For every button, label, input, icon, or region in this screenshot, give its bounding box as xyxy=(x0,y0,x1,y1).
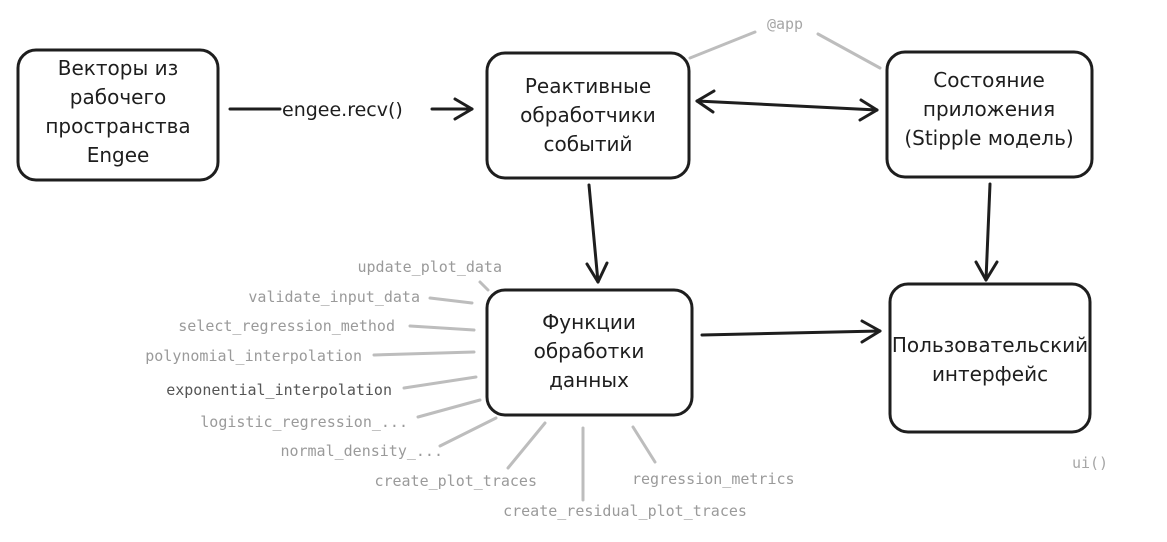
node-state-line-3: (Stipple модель) xyxy=(904,126,1073,150)
function-labels: update_plot_data validate_input_data sel… xyxy=(145,258,794,520)
arrowhead-functions-to-ui xyxy=(860,319,882,344)
node-state-line-2: приложения xyxy=(923,97,1055,121)
spoke-create-plot-traces xyxy=(506,421,547,470)
node-functions-line-2: обработки xyxy=(534,339,645,363)
node-ui-line-2: интерфейс xyxy=(932,362,1048,386)
edge-state-ui xyxy=(974,182,999,282)
app-link-left xyxy=(688,30,757,60)
spoke-logistic-regression xyxy=(416,398,482,419)
edge-recv: engee.recv() xyxy=(228,97,474,121)
spoke-select-regression-method xyxy=(408,324,476,332)
node-workspace-line-2: рабочего xyxy=(70,85,166,109)
node-ui-line-1: Пользовательский xyxy=(892,333,1088,357)
node-workspace-vectors: Векторы из рабочего пространства Engee xyxy=(16,48,220,182)
arrowhead-to-functions xyxy=(585,261,609,284)
ui-call-label: ui() xyxy=(1072,454,1108,472)
spoke-exponential-interpolation xyxy=(402,375,478,390)
spoke-update-plot-data xyxy=(478,280,490,292)
arrowhead-recv xyxy=(453,97,474,121)
node-workspace-line-1: Векторы из xyxy=(58,56,178,80)
edge-recv-label: engee.recv() xyxy=(282,99,403,121)
fn-logistic-regression: logistic_regression_... xyxy=(200,413,408,431)
edge-functions-ui xyxy=(700,319,882,344)
spoke-polynomial-interpolation xyxy=(372,350,476,357)
fn-select-regression-method: select_regression_method xyxy=(178,317,395,335)
fn-create-residual-plot-traces: create_residual_plot_traces xyxy=(503,502,747,520)
fn-update-plot-data: update_plot_data xyxy=(358,258,503,276)
node-handlers-line-2: обработчики xyxy=(520,103,656,127)
function-spokes xyxy=(372,280,657,502)
spoke-normal-density xyxy=(438,416,498,448)
spoke-regression-metrics xyxy=(631,425,657,464)
arrowhead-to-handlers xyxy=(695,89,716,114)
app-label: @app xyxy=(767,15,803,33)
arrowhead-to-state xyxy=(858,98,879,122)
node-handlers-line-3: событий xyxy=(543,132,632,156)
node-handlers-line-1: Реактивные xyxy=(525,74,651,98)
node-functions-line-3: данных xyxy=(549,368,629,392)
node-user-interface: Пользовательский интерфейс xyxy=(888,282,1092,434)
node-functions-line-1: Функции xyxy=(542,310,636,334)
edge-handlers-functions xyxy=(585,183,609,284)
spoke-validate-input-data xyxy=(428,296,474,305)
node-processing-functions: Функции обработки данных xyxy=(485,288,694,417)
app-link-right xyxy=(816,32,882,70)
node-reactive-handlers: Реактивные обработчики событий xyxy=(485,51,691,180)
fn-regression-metrics: regression_metrics xyxy=(632,470,795,488)
fn-normal-density: normal_density_... xyxy=(280,442,443,460)
fn-validate-input-data: validate_input_data xyxy=(248,288,420,306)
node-state-line-1: Состояние xyxy=(933,68,1045,92)
node-workspace-line-4: Engee xyxy=(87,143,150,167)
arrowhead-to-ui xyxy=(974,260,999,282)
node-application-state: Состояние приложения (Stipple модель) xyxy=(885,50,1094,179)
fn-create-plot-traces: create_plot_traces xyxy=(374,472,537,490)
node-workspace-line-3: пространства xyxy=(45,114,190,138)
fn-polynomial-interpolation: polynomial_interpolation xyxy=(145,347,362,365)
edge-handlers-state xyxy=(695,89,879,122)
fn-exponential-interpolation: exponential_interpolation xyxy=(166,381,392,399)
